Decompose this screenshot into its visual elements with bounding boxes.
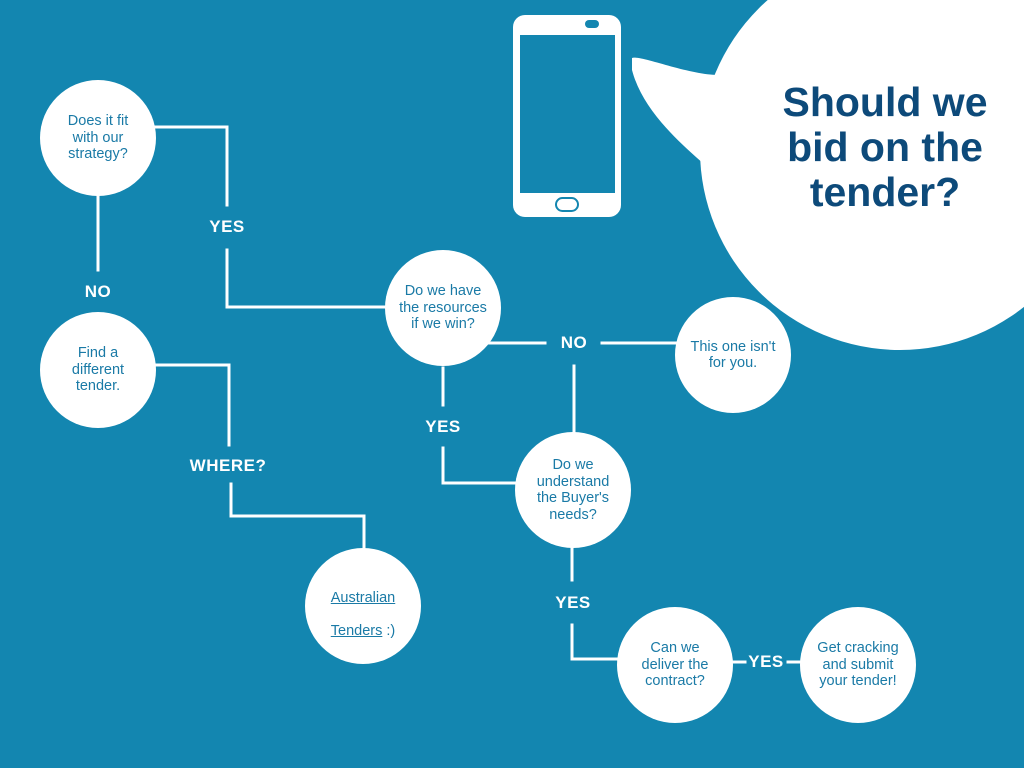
australian-tenders-link[interactable]: Australian	[330, 589, 396, 606]
label-yes-strategy: YES	[209, 217, 245, 236]
australian-tenders-link-line2[interactable]: Tenders	[330, 622, 383, 639]
node-deliver: Can we deliver the contract?	[617, 607, 733, 723]
connectors	[96, 125, 803, 664]
node-resources: Do we have the resources if we win?	[385, 250, 501, 366]
node-buyer-needs: Do we understand the Buyer's needs?	[515, 432, 631, 548]
node-different-tender: Find a different tender.	[40, 312, 156, 428]
node-deliver-text: Can we deliver the contract?	[641, 640, 709, 690]
node-strategy: Does it fit with our strategy?	[40, 80, 156, 196]
label-no-strategy: NO	[84, 282, 112, 301]
node-resources-text: Do we have the resources if we win?	[399, 283, 487, 333]
label-where: WHERE?	[189, 456, 267, 475]
node-strategy-text: Does it fit with our strategy?	[67, 113, 129, 163]
label-yes-deliver: YES	[748, 652, 784, 671]
node-buyer-needs-text: Do we understand the Buyer's needs?	[536, 457, 610, 523]
label-yes-buyer: YES	[555, 593, 591, 612]
node-submit: Get cracking and submit your tender!	[800, 607, 916, 723]
node-australian-tenders-text: Australian Tenders :)	[331, 573, 395, 639]
node-not-for-you-text: This one isn't for you.	[690, 338, 776, 372]
node-not-for-you: This one isn't for you.	[675, 297, 791, 413]
label-yes-resources: YES	[425, 417, 461, 436]
node-submit-text: Get cracking and submit your tender!	[817, 640, 899, 690]
smiley-suffix: :)	[382, 622, 396, 639]
node-australian-tenders: Australian Tenders :)	[305, 548, 421, 664]
smartphone-icon	[513, 15, 621, 217]
speech-bubble	[632, 0, 1024, 350]
label-no-resources: NO	[560, 333, 588, 352]
node-different-tender-text: Find a different tender.	[71, 345, 125, 395]
page-title: Should we bid on the tender?	[782, 79, 988, 215]
